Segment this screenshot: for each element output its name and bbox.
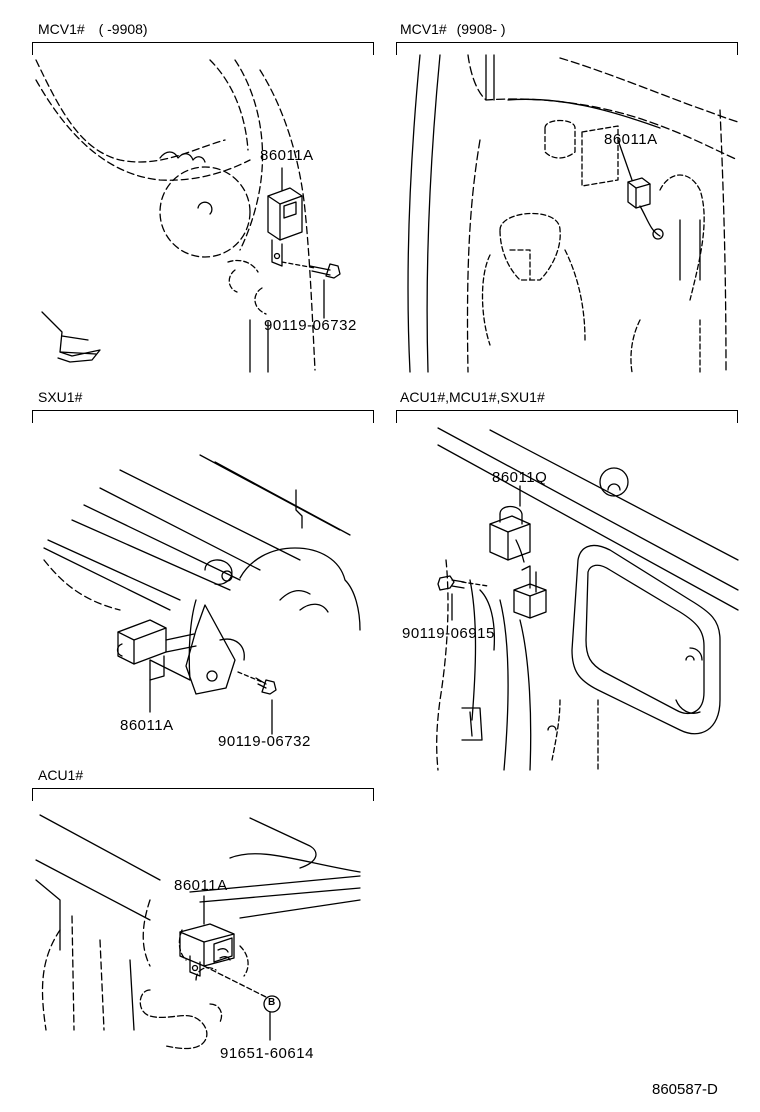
marker-b-label: B — [268, 997, 276, 1008]
panel-4-model: ACU1#,MCU1#,SXU1# — [400, 389, 545, 405]
p3-callout-relay: 86011A — [120, 717, 174, 734]
panel-2-range: (9908- ) — [456, 21, 506, 37]
panel-3-model: SXU1# — [38, 389, 83, 405]
panel-1-frame — [32, 42, 374, 55]
panel-3-frame — [32, 410, 374, 423]
panel-2-model: MCV1# — [400, 21, 447, 37]
panel-2-drawing — [407, 54, 739, 373]
panel-4-frame — [396, 410, 738, 423]
p1-callout-relay: 86011A — [260, 147, 314, 164]
panel-2-header: MCV1# (9908- ) — [400, 22, 506, 36]
p4-callout-relay: 86011Q — [492, 469, 548, 486]
p5-callout-relay: 86011A — [174, 877, 228, 894]
p1-callout-bolt: 90119-06732 — [264, 317, 357, 334]
marker-b-circle — [263, 995, 281, 1013]
panel-3-header: SXU1# — [38, 390, 82, 404]
panel-1-model: MCV1# — [38, 21, 85, 37]
panel-5-model: ACU1# — [38, 767, 84, 783]
panel-1-range: ( -9908) — [98, 21, 148, 37]
p2-callout-relay: 86011A — [604, 131, 658, 148]
p3-callout-bolt: 90119-06732 — [218, 733, 311, 750]
panel-4-drawing — [436, 427, 739, 771]
p5-callout-clip: 91651-60614 — [220, 1045, 314, 1062]
diagram-code: 860587-D — [652, 1081, 718, 1098]
panel-5-drawing — [35, 814, 361, 1050]
panel-1-header: MCV1# ( -9908) — [38, 22, 148, 36]
panel-1-drawing — [35, 59, 341, 373]
panel-5-header: ACU1# — [38, 768, 83, 782]
panel-2-frame — [396, 42, 738, 55]
panel-3-drawing — [43, 454, 361, 735]
p4-callout-bolt: 90119-06915 — [402, 625, 495, 642]
panel-4-header: ACU1#,MCU1#,SXU1# — [400, 390, 545, 404]
panel-5-frame — [32, 788, 374, 801]
